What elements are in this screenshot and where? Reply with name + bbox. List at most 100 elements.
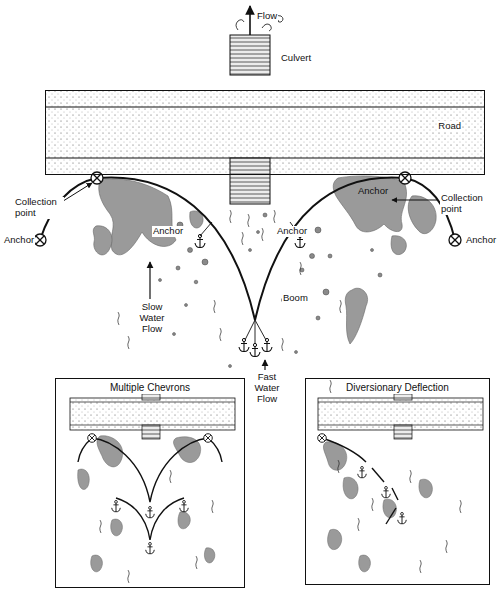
oil-droplet bbox=[229, 365, 232, 368]
anchor-symbol bbox=[112, 500, 121, 511]
oil-slick bbox=[93, 176, 436, 344]
boom-line bbox=[92, 438, 208, 502]
oil-droplet bbox=[249, 249, 252, 252]
anchor-label: Anchor bbox=[276, 226, 308, 237]
anchor-symbol bbox=[146, 542, 155, 553]
collection-anchor bbox=[88, 434, 97, 443]
oil-slick bbox=[323, 442, 432, 572]
boom-line bbox=[116, 498, 184, 540]
oil-droplet bbox=[378, 273, 382, 277]
shore-anchor bbox=[449, 234, 461, 246]
culvert-pipe bbox=[394, 425, 412, 439]
boom-line bbox=[392, 488, 398, 500]
oil-droplet bbox=[328, 254, 332, 258]
oil-droplet bbox=[173, 333, 176, 336]
anchor-symbol bbox=[382, 486, 391, 497]
water-ripple bbox=[220, 328, 221, 341]
collection-anchor bbox=[318, 434, 327, 443]
boom-line bbox=[386, 508, 396, 524]
water-ripple bbox=[410, 470, 411, 483]
anchor-label: Anchor bbox=[465, 235, 497, 246]
anchor-symbol bbox=[262, 338, 272, 351]
water-ripple bbox=[340, 300, 341, 313]
water-ripple bbox=[242, 232, 243, 245]
anchor-line bbox=[245, 320, 255, 340]
boom-label: Boom bbox=[282, 293, 309, 304]
water-ripple bbox=[330, 380, 331, 393]
road-edge bbox=[318, 402, 483, 403]
oil-droplet bbox=[323, 289, 329, 295]
water-ripple bbox=[372, 498, 373, 511]
oil-droplet bbox=[310, 254, 315, 259]
oil-droplet bbox=[295, 351, 298, 354]
inset-title: Diversionary Deflection bbox=[345, 382, 450, 394]
water-ripple bbox=[196, 556, 197, 569]
boom-line bbox=[40, 177, 255, 320]
water-ripple bbox=[460, 500, 461, 513]
oil-slick bbox=[78, 436, 215, 572]
collection-anchor bbox=[399, 172, 411, 184]
collection-point-label: Collection point bbox=[14, 197, 64, 219]
water-ripples bbox=[100, 210, 461, 583]
shore-anchor bbox=[34, 234, 46, 246]
flow-arrow bbox=[249, 6, 251, 35]
flow-label: Fast Water Flow bbox=[247, 372, 287, 405]
water-ripple bbox=[420, 560, 421, 573]
oil-droplet bbox=[316, 316, 320, 320]
flow-label: Slow Water Flow bbox=[132, 302, 172, 335]
flow-arrow bbox=[264, 360, 265, 370]
anchor-symbol bbox=[195, 234, 205, 247]
water-ripple bbox=[128, 336, 129, 349]
water-ripple bbox=[128, 570, 129, 583]
culvert-pipe bbox=[142, 425, 160, 439]
swirl bbox=[236, 20, 244, 30]
water-ripple bbox=[262, 228, 263, 241]
anchor-line bbox=[200, 222, 212, 236]
water-ripple bbox=[248, 214, 249, 227]
road-edge bbox=[45, 107, 485, 108]
culvert-pipe bbox=[230, 35, 270, 75]
oil-droplet bbox=[202, 259, 208, 265]
anchor-symbol bbox=[398, 512, 407, 523]
water-ripple bbox=[212, 500, 213, 513]
inset-panel: Multiple Chevrons bbox=[55, 378, 245, 588]
water-ripple bbox=[282, 338, 283, 351]
collection-anchor bbox=[204, 434, 213, 443]
node-label: Road bbox=[437, 121, 462, 132]
inset-ground bbox=[305, 378, 490, 585]
collection-point-label: Collection point bbox=[440, 193, 497, 215]
oil-droplet bbox=[315, 227, 321, 233]
culvert: Culvert bbox=[228, 33, 328, 77]
collection-anchor bbox=[91, 172, 103, 184]
oil-droplet bbox=[185, 304, 188, 307]
node-label: Culvert bbox=[280, 53, 312, 64]
swirl bbox=[262, 24, 271, 31]
anchor-symbol bbox=[250, 343, 260, 356]
oil-droplet bbox=[176, 266, 180, 270]
anchor-symbol bbox=[180, 500, 189, 511]
oil-droplet bbox=[257, 231, 260, 234]
oil-droplet bbox=[188, 248, 193, 253]
boom-line bbox=[372, 468, 384, 482]
anchor-label: Anchor bbox=[152, 226, 184, 237]
inset-title: Multiple Chevrons bbox=[109, 382, 191, 394]
water-ripple bbox=[230, 210, 231, 223]
culvert-pipe bbox=[230, 158, 270, 204]
oil-droplet bbox=[263, 213, 267, 217]
road-edge bbox=[70, 402, 235, 403]
flow-label: Flow bbox=[256, 11, 278, 22]
inset-ground bbox=[55, 378, 245, 588]
leader-arrow bbox=[392, 200, 437, 201]
anchor-line bbox=[255, 320, 266, 340]
anchor-symbol bbox=[358, 466, 367, 477]
oil-droplet bbox=[194, 280, 198, 284]
water-ripple bbox=[274, 210, 275, 223]
boom-line bbox=[255, 177, 455, 320]
flow-arrow bbox=[149, 262, 150, 299]
boom-line bbox=[322, 438, 366, 462]
water-ripple bbox=[300, 262, 301, 275]
anchor-line bbox=[255, 320, 256, 344]
water-ripple bbox=[100, 520, 101, 533]
